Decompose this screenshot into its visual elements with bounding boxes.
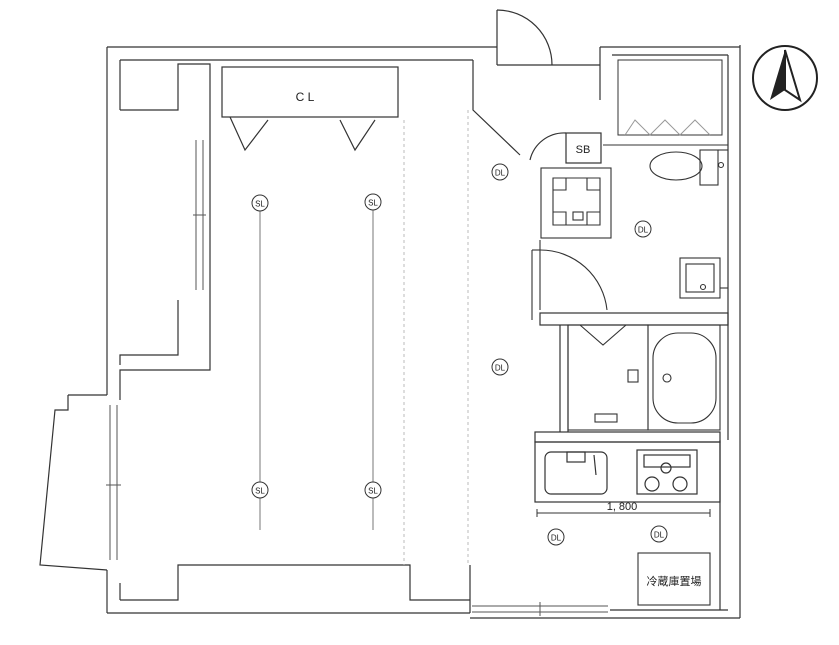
svg-text:DL: DL <box>551 534 562 543</box>
spotlight-tracks <box>259 195 374 530</box>
entrance-door <box>472 9 601 156</box>
washroom-door <box>531 240 608 320</box>
stove-burners <box>644 462 688 492</box>
downlight-fixture: DL <box>547 528 565 546</box>
bathroom <box>567 324 721 431</box>
svg-text:DL: DL <box>495 169 506 178</box>
toilet <box>603 144 728 186</box>
kitchen-counter <box>534 431 721 503</box>
partition-lines <box>403 110 469 565</box>
upper-storage <box>617 59 723 136</box>
svg-text:DL: DL <box>638 226 649 235</box>
downlight-fixture: DL <box>491 358 509 376</box>
window-bottom <box>472 602 608 616</box>
dimension-label: 1, 800 <box>607 501 638 513</box>
washing-machine <box>540 167 612 239</box>
closet-label: C L <box>296 90 315 104</box>
shoe-box <box>529 132 602 164</box>
outer-walls <box>39 45 741 619</box>
svg-text:DL: DL <box>495 364 506 373</box>
window-left <box>106 140 206 560</box>
closet <box>221 66 399 152</box>
wash-basin <box>679 257 728 299</box>
spotlight-fixture: SL <box>251 481 269 499</box>
north-arrow-icon <box>752 45 818 111</box>
downlight-fixture: DL <box>491 163 509 181</box>
svg-text:SL: SL <box>368 487 378 496</box>
svg-text:DL: DL <box>654 531 665 540</box>
svg-text:SL: SL <box>368 199 378 208</box>
downlight-fixture: DL <box>634 220 652 238</box>
dimension-line <box>536 509 711 517</box>
shoe-box-label: SB <box>576 144 591 156</box>
svg-text:SL: SL <box>255 200 265 209</box>
fridge-label: 冷蔵庫置場 <box>647 574 702 588</box>
fridge-space <box>637 552 711 606</box>
spotlight-fixture: SL <box>364 193 382 211</box>
spotlight-fixture: SL <box>364 481 382 499</box>
downlight-fixture: DL <box>650 525 668 543</box>
spotlight-fixture: SL <box>251 194 269 212</box>
svg-text:SL: SL <box>255 487 265 496</box>
